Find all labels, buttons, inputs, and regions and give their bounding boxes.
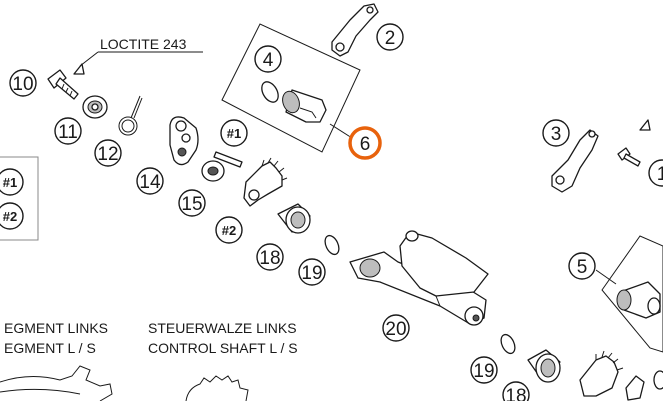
callout-18-upper: 18 (256, 243, 284, 271)
svg-text:#2: #2 (222, 223, 236, 238)
shaft-part-5 (616, 281, 661, 319)
spring-part-12 (118, 95, 143, 136)
oring-part-19-lower (500, 333, 516, 355)
callout-ref-2-box: #2 (0, 202, 24, 230)
callout-4: 4 (254, 45, 282, 73)
loctite-drop-icon (73, 63, 85, 75)
svg-text:#1: #1 (3, 175, 17, 190)
svg-text:10: 10 (12, 74, 33, 95)
svg-text:18: 18 (259, 248, 280, 269)
svg-text:1: 1 (657, 164, 663, 185)
link-plate-part-14 (169, 116, 199, 166)
svg-text:18: 18 (505, 386, 526, 401)
svg-text:2: 2 (385, 28, 396, 49)
bushing-part-18-upper (277, 203, 311, 234)
bolt-part-10 (47, 69, 79, 100)
callout-1: 1 (648, 159, 663, 187)
callout-19-upper: 19 (298, 258, 326, 286)
callout-12: 12 (94, 139, 122, 167)
nut-part-11 (82, 95, 108, 119)
callout-10: 10 (9, 69, 37, 97)
svg-text:12: 12 (97, 144, 118, 165)
callout-ref-1-box: #1 (0, 168, 24, 196)
segment-label-en: EGMENT L / S (4, 340, 96, 356)
svg-text:19: 19 (301, 263, 322, 284)
bushing-part-15 (201, 160, 225, 182)
shaft-part-6 (282, 89, 327, 123)
screw-right (617, 147, 641, 167)
oring-part-19-upper (324, 234, 340, 256)
assembly-box-4-6 (221, 23, 361, 153)
callout-19-lower: 19 (470, 356, 498, 384)
loctite-drop-icon-right (639, 119, 651, 131)
svg-text:4: 4 (263, 50, 274, 71)
shift-lever-part-2 (331, 3, 379, 57)
gear-segment-part (243, 157, 288, 207)
callout-18-lower: 18 (502, 381, 530, 401)
callout-20: 20 (382, 314, 410, 342)
svg-text:#2: #2 (3, 209, 17, 224)
svg-text:#1: #1 (227, 126, 241, 141)
callout-ref-2-segment: #2 (215, 216, 243, 244)
callout-5-leader (595, 269, 617, 285)
callout-15: 15 (178, 189, 206, 217)
callout-6-leader (329, 123, 353, 139)
svg-text:5: 5 (577, 257, 588, 278)
bushing-edge-lower-right (653, 370, 663, 390)
callout-14: 14 (136, 167, 164, 195)
segment-outline-bottom-2 (0, 388, 81, 395)
loctite-leader (79, 51, 99, 67)
callout-5: 5 (568, 252, 596, 280)
reference-box (0, 156, 39, 241)
svg-text:6: 6 (360, 134, 371, 155)
bushing-part-18-lower (527, 349, 561, 383)
callout-3: 3 (542, 119, 570, 147)
svg-text:20: 20 (385, 319, 406, 340)
callout-11: 11 (54, 117, 82, 145)
svg-text:11: 11 (58, 122, 78, 143)
control-shaft-label-en: CONTROL SHAFT L / S (148, 340, 298, 356)
svg-text:3: 3 (551, 124, 562, 145)
oring-part-4 (261, 81, 279, 103)
callout-ref-1-pin: #1 (220, 119, 248, 147)
svg-text:14: 14 (139, 172, 161, 193)
callout-2: 2 (376, 23, 404, 51)
gear-segment-lower-right (579, 350, 624, 397)
pin-part (213, 151, 243, 168)
control-shaft-gear-outline (185, 375, 249, 401)
svg-text:19: 19 (473, 361, 494, 382)
segment-label-de: EGMENT LINKS (4, 320, 108, 336)
link-plate-lower-right (625, 375, 645, 401)
svg-text:15: 15 (181, 194, 202, 215)
callout-6-highlighted: 6 (348, 126, 382, 160)
control-shaft-part-20 (349, 230, 489, 326)
control-shaft-label-de: STEUERWALZE LINKS (148, 320, 297, 336)
assembly-box-5 (601, 235, 663, 353)
shift-lever-part-3 (551, 129, 599, 193)
segment-outline-bottom (0, 365, 113, 401)
loctite-label: LOCTITE 243 (100, 36, 187, 52)
